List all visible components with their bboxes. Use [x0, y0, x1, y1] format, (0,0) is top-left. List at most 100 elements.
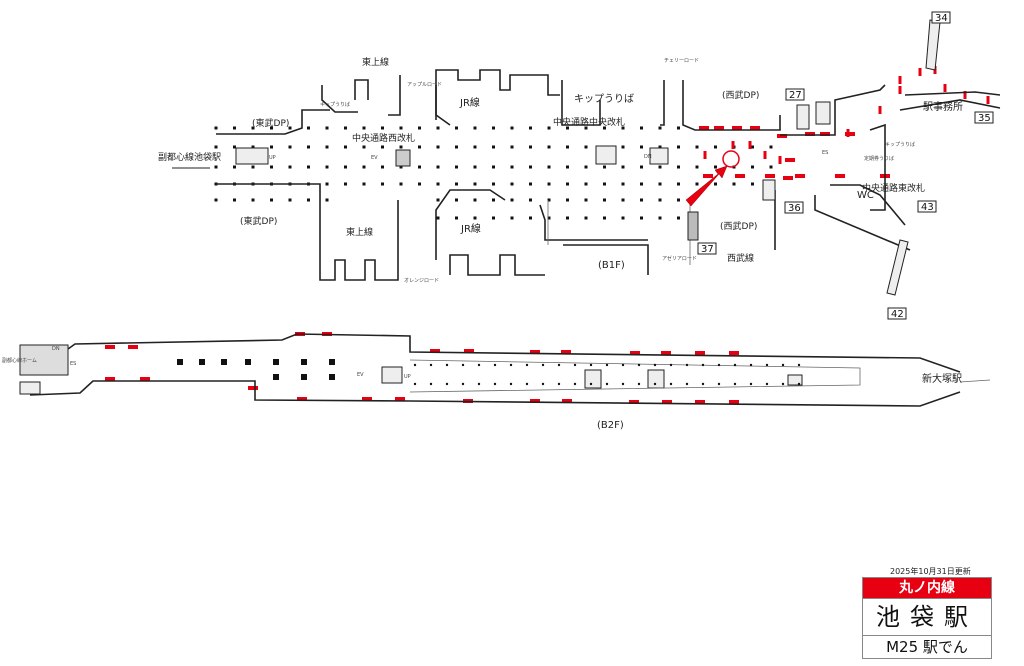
pillar [653, 382, 657, 386]
pillar [547, 126, 551, 130]
exit-marker [530, 399, 540, 403]
exit-37: 37 [701, 244, 714, 255]
pillar [413, 363, 417, 367]
exit-marker [795, 174, 805, 178]
label-cherry-road: チェリーロード [664, 58, 699, 64]
pillar [473, 126, 477, 130]
pillar [605, 363, 609, 367]
pillar [640, 198, 643, 202]
pillar [685, 363, 689, 367]
pillar [547, 216, 551, 220]
pillar [251, 198, 255, 202]
pillar [492, 145, 495, 149]
exit-marker [140, 377, 150, 381]
pillar [492, 126, 495, 130]
pillar [529, 165, 532, 169]
pillar [781, 363, 785, 367]
pillar [637, 363, 641, 367]
pillar [640, 165, 643, 169]
pillar [640, 216, 643, 220]
pillar [381, 165, 384, 169]
pillar [547, 145, 551, 149]
pillar [301, 374, 307, 380]
b2f-labels: 副都心線ホーム 新大塚駅 DN ES EV UP (B2F) [2, 346, 962, 431]
label-seibu-dp: (西武DP) [720, 220, 757, 232]
pillar [245, 359, 251, 365]
exit-marker [703, 174, 713, 178]
pillar [640, 145, 643, 149]
pillar [177, 359, 183, 365]
pillar [270, 165, 273, 169]
pillar [493, 363, 497, 367]
label-jr-line: JR線 [460, 222, 481, 235]
pillar [301, 359, 307, 365]
pillar [621, 198, 625, 202]
exit-marker [986, 96, 990, 104]
label-commuter-pass-office: 定期券うりば [864, 155, 894, 162]
station-title-box: 丸ノ内線 池袋駅 M25 駅でん [862, 577, 992, 659]
pillar [455, 216, 458, 220]
pillar [685, 382, 689, 386]
pillar [288, 126, 292, 130]
pillar [325, 198, 329, 202]
pillar [677, 145, 680, 149]
pillar [695, 165, 699, 169]
pillar [589, 382, 593, 386]
pillar [640, 126, 643, 130]
pillar [233, 126, 236, 130]
pillar [566, 165, 569, 169]
pillar [418, 126, 421, 130]
pillar [714, 182, 717, 186]
label-wc: WC [857, 190, 874, 201]
pillar [677, 216, 680, 220]
pillar [658, 165, 662, 169]
pillar [436, 216, 440, 220]
pillar [381, 145, 384, 149]
pillar [362, 165, 366, 169]
label-jr-line: JR線 [459, 96, 480, 109]
pillar [510, 126, 514, 130]
pillar [566, 145, 569, 149]
pillar [461, 363, 465, 367]
pillar [307, 126, 310, 130]
exit-marker [248, 386, 258, 390]
pillar [769, 145, 773, 149]
pillar [436, 165, 440, 169]
pillar [233, 145, 236, 149]
pillar [765, 382, 769, 386]
label-up: UP [269, 155, 276, 161]
pillar [701, 382, 705, 386]
pillar [473, 182, 477, 186]
pillar [418, 165, 421, 169]
pillar [473, 165, 477, 169]
pillar [399, 165, 403, 169]
exit-marker [629, 400, 639, 404]
pillar [584, 182, 588, 186]
pillar [677, 126, 680, 130]
pillar [677, 182, 680, 186]
pillar [751, 182, 754, 186]
pillar [603, 165, 606, 169]
pillar [584, 198, 588, 202]
exit-marker [963, 91, 967, 99]
pillar [584, 145, 588, 149]
exit-marker [878, 106, 882, 114]
pillar [399, 145, 403, 149]
label-ticket-office-small: キップうりば [320, 101, 350, 108]
exit-marker [362, 397, 372, 401]
exit-marker [430, 349, 440, 353]
floor-label-b1f: (B1F) [598, 260, 625, 271]
pillar [621, 182, 625, 186]
pillar [541, 363, 545, 367]
pillar [307, 165, 310, 169]
exit-markers [105, 66, 990, 404]
exit-marker [835, 174, 845, 178]
exit-marker [783, 176, 793, 180]
pillar [362, 182, 366, 186]
label-central-gate: 中央通路中央改札 [553, 116, 625, 128]
exit-marker [750, 126, 760, 130]
pillar [199, 359, 205, 365]
pillar [251, 165, 255, 169]
exit-marker [699, 126, 709, 130]
pillar [307, 198, 310, 202]
